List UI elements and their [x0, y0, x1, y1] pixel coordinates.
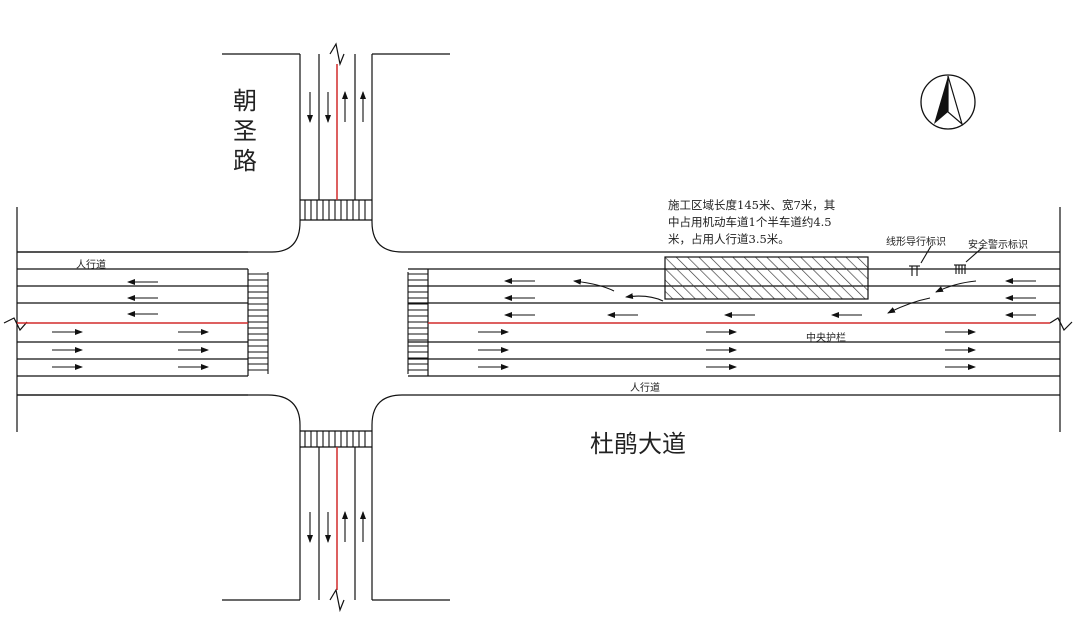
median-lines — [17, 64, 1050, 590]
warning-sign-icon — [954, 264, 966, 274]
construction-note: 施工区域长度145米、宽7米，其中占用机动车道1个半车道约4.5米，占用人行道3… — [668, 198, 836, 246]
crosswalk-south — [304, 431, 366, 447]
guide-sign-icon — [909, 265, 920, 276]
north-arrow-icon — [920, 74, 976, 130]
warning-sign-label: 安全警示标识 — [968, 240, 1028, 251]
crosswalk-east — [407, 272, 428, 374]
median-label: 中央护栏 — [806, 333, 846, 344]
crosswalk-north — [304, 200, 366, 220]
road-name-main: 杜鹃大道 — [590, 430, 686, 458]
break-symbols — [3, 42, 1073, 613]
lane-arrows — [52, 91, 1036, 543]
road-signs — [909, 245, 984, 276]
crosswalks — [248, 200, 428, 447]
guide-sign-label: 线形导行标识 — [886, 237, 946, 248]
construction-zone — [664, 256, 869, 300]
merge-arrows — [573, 278, 977, 314]
merge-arrow — [625, 293, 664, 302]
road-outlines — [16, 53, 1061, 601]
road-name-north: 朝圣路 — [233, 87, 257, 175]
crosswalk-west — [248, 272, 269, 374]
sidewalk-label-south: 人行道 — [630, 383, 660, 394]
merge-arrow — [887, 297, 931, 314]
merge-arrow — [573, 278, 615, 292]
merge-arrow — [935, 280, 977, 293]
sidewalk-label-west: 人行道 — [76, 260, 106, 271]
